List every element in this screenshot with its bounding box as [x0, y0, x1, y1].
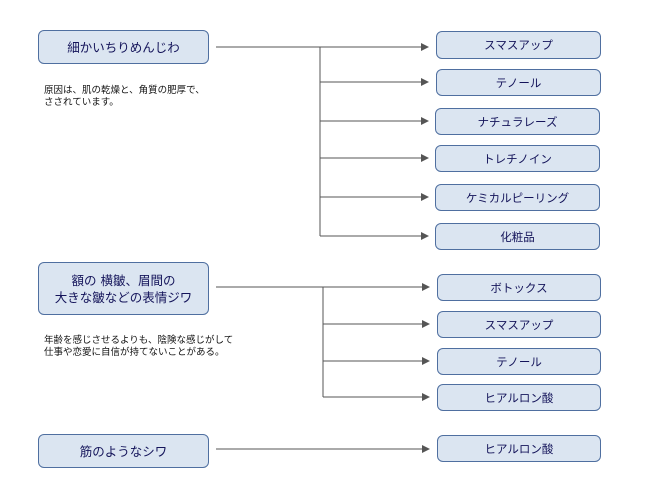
category-label: 細かいちりめんじわ — [67, 39, 180, 55]
treatment-box: ボトックス — [437, 274, 601, 301]
treatment-box: 化粧品 — [435, 223, 600, 250]
treatment-box: ケミカルピーリング — [435, 184, 600, 211]
treatment-box: トレチノイン — [435, 145, 600, 172]
treatment-box: テノール — [437, 348, 601, 375]
treatment-box: ナチュラレーズ — [435, 108, 600, 135]
category-box-fine-wrinkles: 細かいちりめんじわ — [38, 30, 209, 64]
category-box-expression-wrinkles: 額の 横皺、眉間の 大きな皺などの表情ジワ — [38, 262, 209, 315]
category-note: 年齢を感じさせるよりも、陰険な感じがして 仕事や恋愛に自信が持てないことがある。 — [44, 335, 234, 358]
category-label: 大きな皺などの表情ジワ — [54, 289, 193, 305]
category-box-line-wrinkles: 筋のようなシワ — [38, 434, 209, 468]
treatment-box: ヒアルロン酸 — [437, 384, 601, 411]
category-label: 筋のようなシワ — [79, 443, 168, 459]
treatment-box: スマスアップ — [437, 311, 601, 338]
treatment-box: スマスアップ — [436, 31, 601, 59]
category-label: 額の 横皺、眉間の — [71, 272, 176, 288]
category-note: 原因は、肌の乾燥と、角質の肥厚で、 さされています。 — [44, 85, 205, 108]
treatment-box: ヒアルロン酸 — [437, 435, 601, 462]
treatment-box: テノール — [436, 69, 601, 96]
